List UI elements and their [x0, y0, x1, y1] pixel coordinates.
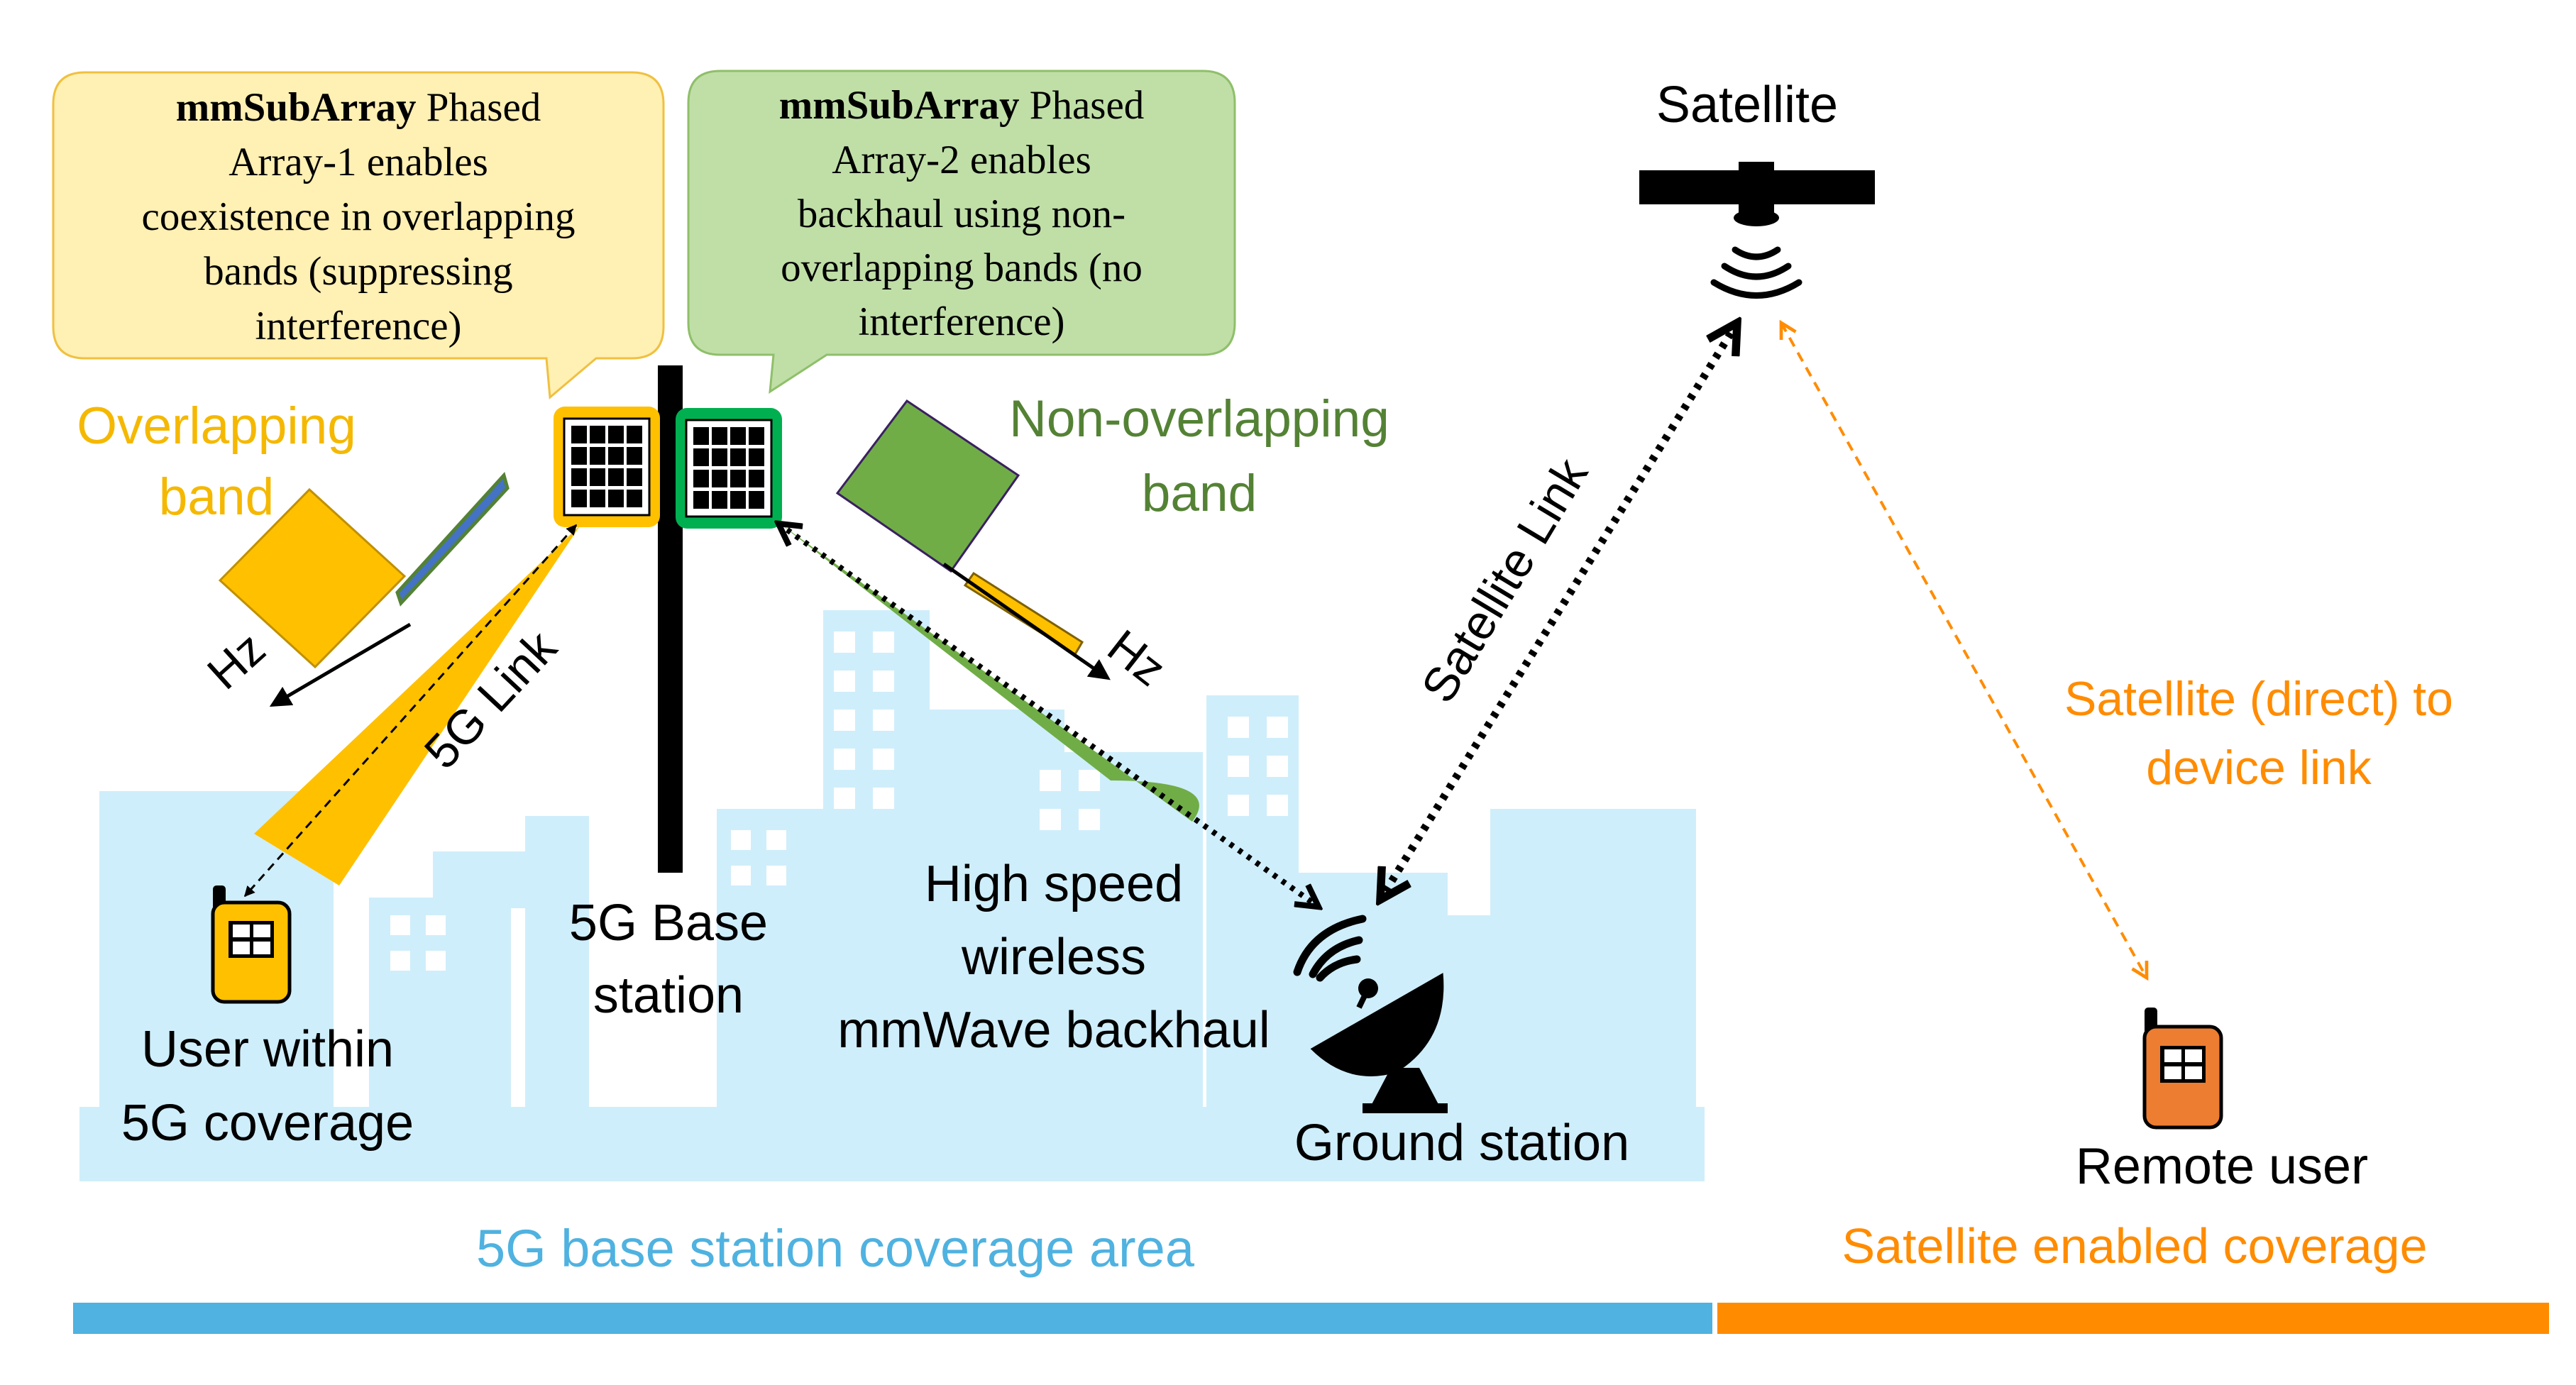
satellite-dish-icon — [1293, 915, 1448, 1113]
link-5g-arrow — [243, 524, 578, 898]
antenna-cell — [693, 470, 709, 487]
label-backhaul-1: High speed — [925, 856, 1183, 912]
antenna-cell — [571, 490, 587, 507]
callout1-line2: Array-1 enables — [229, 140, 488, 184]
label-base-station-2: station — [593, 967, 744, 1024]
antenna-cell — [590, 490, 605, 507]
label-satellite-link: Satellite Link — [1411, 448, 1598, 711]
antenna-array-1 — [554, 407, 660, 527]
antenna-cell — [749, 448, 764, 466]
antenna-cell — [627, 490, 642, 507]
svg-text:mmSubArray Phased: mmSubArray Phased — [176, 85, 541, 130]
antenna-cell — [571, 468, 587, 486]
antenna-cell — [693, 491, 709, 509]
antenna-cell — [608, 447, 624, 465]
antenna-cell — [608, 468, 624, 486]
label-direct-link-2: device link — [2146, 741, 2372, 795]
callout1-line5: interference) — [255, 304, 461, 348]
antenna-cell — [590, 468, 605, 486]
callout2-bold: mmSubArray — [779, 83, 1020, 128]
antenna-cell — [627, 468, 642, 486]
label-backhaul-2: wireless — [961, 929, 1146, 986]
antenna-cell — [590, 426, 605, 443]
label-overlapping-1: Overlapping — [77, 397, 356, 455]
remote-phone-icon — [2142, 1008, 2223, 1130]
antenna-array-1-cells — [571, 426, 642, 507]
label-overlapping-2: band — [159, 468, 274, 526]
label-user-2: 5G coverage — [121, 1095, 414, 1152]
antenna-cell — [712, 491, 727, 509]
antenna-cell — [693, 448, 709, 466]
callout2-line4: overlapping bands (no — [781, 245, 1143, 290]
label-hz-left: Hz — [197, 622, 275, 699]
callout2-line1: Phased — [1020, 83, 1145, 128]
satellite-icon — [1639, 162, 1875, 299]
antenna-cell — [749, 470, 764, 487]
antenna-cell — [608, 426, 624, 443]
antenna-cell — [730, 448, 746, 466]
signal-waves-icon — [1710, 246, 1802, 299]
label-remote-user: Remote user — [2076, 1138, 2368, 1195]
antenna-cell — [712, 448, 727, 466]
callout2-line3: backhaul using non- — [798, 192, 1125, 236]
callout2-line2: Array-2 enables — [832, 138, 1091, 182]
coverage-bar-satellite — [1717, 1303, 2549, 1334]
antenna-cell — [608, 490, 624, 507]
callout1-line3: coexistence in overlapping — [142, 194, 576, 239]
svg-text:mmSubArray Phased: mmSubArray Phased — [779, 83, 1145, 128]
label-backhaul-3: mmWave backhaul — [837, 1002, 1270, 1059]
callout1-line1: Phased — [417, 85, 541, 130]
antenna-cell — [712, 470, 727, 487]
phone-icon — [211, 885, 292, 1004]
label-non-overlapping-1: Non-overlapping — [1009, 390, 1389, 448]
callout1-line4: bands (suppressing — [204, 249, 512, 294]
antenna-array-2 — [676, 408, 782, 529]
label-satellite: Satellite — [1656, 77, 1838, 133]
antenna-cell — [749, 491, 764, 509]
link-satellite-arrow — [1380, 323, 1737, 900]
antenna-cell — [590, 447, 605, 465]
label-ground-station: Ground station — [1294, 1115, 1629, 1171]
antenna-cell — [712, 427, 727, 445]
callout-array1: mmSubArray Phased Array-1 enables coexis… — [52, 71, 665, 400]
callout-array2: mmSubArray Phased Array-2 enables backha… — [687, 70, 1236, 394]
antenna-array-2-cells — [693, 427, 764, 509]
callout1-bold: mmSubArray — [176, 85, 417, 130]
label-user-1: User within — [141, 1021, 394, 1078]
label-coverage-5g: 5G base station coverage area — [476, 1219, 1195, 1278]
link-direct-arrow — [1781, 323, 2147, 978]
antenna-cell — [730, 470, 746, 487]
label-coverage-satellite: Satellite enabled coverage — [1842, 1218, 2427, 1274]
antenna-cell — [571, 447, 587, 465]
antenna-cell — [730, 491, 746, 509]
antenna-cell — [749, 427, 764, 445]
label-non-overlapping-2: band — [1142, 465, 1257, 522]
antenna-cell — [571, 426, 587, 443]
antenna-cell — [627, 426, 642, 443]
antenna-cell — [730, 427, 746, 445]
coverage-bar-5g — [73, 1303, 1712, 1334]
link-backhaul-arrow — [778, 524, 1319, 907]
callout2-line5: interference) — [858, 299, 1064, 344]
antenna-cell — [693, 427, 709, 445]
label-direct-link-1: Satellite (direct) to — [2064, 672, 2453, 726]
antenna-cell — [627, 447, 642, 465]
label-base-station-1: 5G Base — [569, 895, 768, 951]
label-hz-right: Hz — [1099, 619, 1176, 696]
